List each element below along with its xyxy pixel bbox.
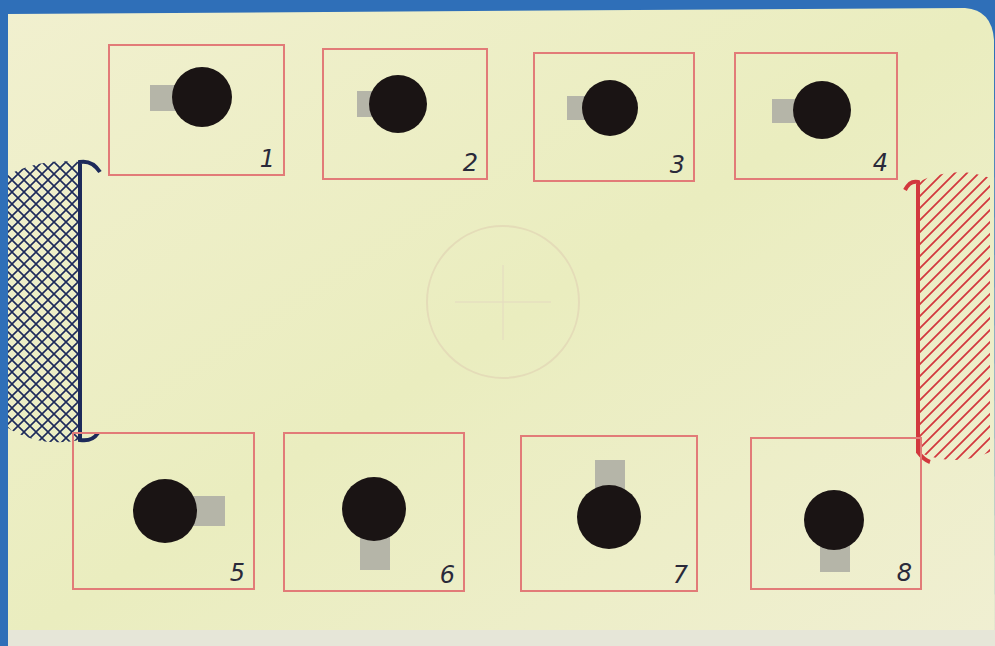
player-disc [369, 75, 427, 133]
square-number: 3 [670, 152, 685, 178]
player-square: 7 [520, 435, 698, 592]
red-goal [918, 172, 990, 460]
player-square: 5 [72, 432, 255, 590]
player-square: 1 [108, 44, 285, 176]
player-square: 2 [322, 48, 488, 180]
red-goal-line [905, 182, 930, 462]
player-square: 8 [750, 437, 922, 590]
paper-edge [8, 630, 995, 646]
player-disc [172, 67, 232, 127]
square-number: 1 [260, 146, 275, 172]
paper-sheet [8, 8, 995, 646]
square-number: 6 [440, 562, 455, 588]
blue-goal-line [80, 162, 100, 441]
player-disc [804, 490, 864, 550]
square-number: 2 [463, 150, 478, 176]
blue-goal [8, 161, 80, 442]
player-square: 3 [533, 52, 695, 182]
player-disc [582, 80, 638, 136]
player-disc [577, 485, 641, 549]
square-number: 7 [673, 562, 688, 588]
center-cross [455, 265, 551, 340]
player-square: 4 [734, 52, 898, 180]
square-number: 8 [897, 560, 912, 586]
player-disc [133, 479, 197, 543]
square-number: 4 [873, 150, 888, 176]
player-square: 6 [283, 432, 465, 592]
player-disc [793, 81, 851, 139]
square-number: 5 [230, 560, 245, 586]
player-disc [342, 477, 406, 541]
center-circle [427, 226, 579, 378]
